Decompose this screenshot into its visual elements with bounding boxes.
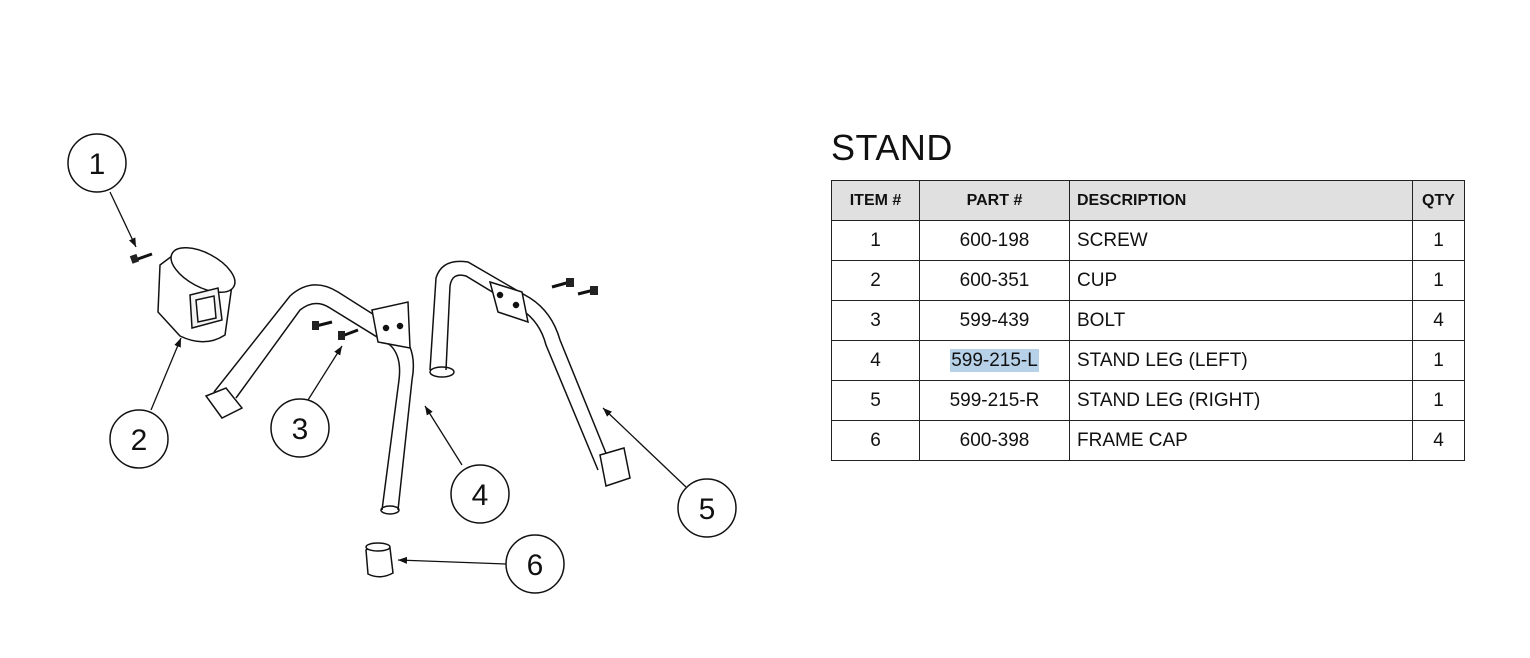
table-title: STAND	[831, 127, 953, 168]
cup-part	[157, 246, 236, 343]
cell-description: CUP	[1069, 260, 1413, 301]
balloon-2: 2	[109, 409, 169, 469]
header-part: PART #	[919, 180, 1070, 221]
cell-qty: 1	[1412, 340, 1465, 381]
cell-part: 600-351	[919, 260, 1070, 301]
balloon-5: 5	[677, 478, 737, 538]
leader-line-3	[307, 345, 343, 401]
exploded-parts-diagram: 1 2 3 4 5 6	[67, 133, 737, 594]
balloon-3: 3	[270, 398, 330, 458]
cell-qty: 4	[1412, 300, 1465, 341]
balloon-label-4: 4	[472, 479, 489, 512]
cell-part-highlighted[interactable]: 599-215-L	[919, 340, 1070, 381]
cell-item: 3	[831, 300, 920, 341]
cell-qty: 1	[1412, 380, 1465, 421]
cell-description: BOLT	[1069, 300, 1413, 341]
cell-item: 4	[831, 340, 920, 381]
bill-of-materials-table: ITEM # PART # DESCRIPTION QTY 1 600-198 …	[831, 180, 1465, 461]
leader-line-4	[424, 405, 463, 466]
frame-cap-part	[365, 542, 394, 578]
balloon-label-3: 3	[292, 413, 309, 446]
highlighted-part-number[interactable]: 599-215-L	[950, 348, 1039, 372]
stand-leg-left-part	[204, 284, 415, 515]
cell-item: 1	[831, 220, 920, 261]
leader-line-1	[109, 191, 137, 248]
stand-leg-right-part	[429, 260, 631, 487]
leader-line-5	[602, 407, 687, 488]
table-row: 3 599-439 BOLT 4	[831, 300, 1465, 341]
leader-line-6	[397, 556, 507, 565]
table-header-row: ITEM # PART # DESCRIPTION QTY	[831, 180, 1465, 221]
header-qty: QTY	[1412, 180, 1465, 221]
table-row: 6 600-398 FRAME CAP 4	[831, 420, 1465, 461]
balloon-label-1: 1	[89, 148, 106, 181]
header-item: ITEM #	[831, 180, 920, 221]
leader-lines	[109, 191, 687, 565]
cell-item: 6	[831, 420, 920, 461]
table-row: 4 599-215-L STAND LEG (LEFT) 1	[831, 340, 1465, 381]
balloon-label-5: 5	[699, 493, 716, 526]
balloon-label-2: 2	[131, 424, 148, 457]
cell-description: FRAME CAP	[1069, 420, 1413, 461]
balloon-1: 1	[67, 133, 127, 193]
cell-qty: 1	[1412, 260, 1465, 301]
table-row: 2 600-351 CUP 1	[831, 260, 1465, 301]
cell-part: 600-398	[919, 420, 1070, 461]
cell-part: 599-439	[919, 300, 1070, 341]
cell-item: 2	[831, 260, 920, 301]
balloon-4: 4	[450, 464, 510, 524]
balloon-label-6: 6	[527, 549, 544, 582]
table-row: 1 600-198 SCREW 1	[831, 220, 1465, 261]
header-description: DESCRIPTION	[1069, 180, 1413, 221]
table-row: 5 599-215-R STAND LEG (RIGHT) 1	[831, 380, 1465, 421]
cell-item: 5	[831, 380, 920, 421]
leader-line-2	[150, 337, 182, 411]
screw-part	[129, 252, 153, 264]
cell-part: 600-198	[919, 220, 1070, 261]
bolt-parts	[312, 278, 598, 340]
cell-qty: 1	[1412, 220, 1465, 261]
cell-description: STAND LEG (RIGHT)	[1069, 380, 1413, 421]
cell-description: SCREW	[1069, 220, 1413, 261]
cell-qty: 4	[1412, 420, 1465, 461]
cell-description: STAND LEG (LEFT)	[1069, 340, 1413, 381]
balloon-6: 6	[505, 534, 565, 594]
cell-part: 599-215-R	[919, 380, 1070, 421]
